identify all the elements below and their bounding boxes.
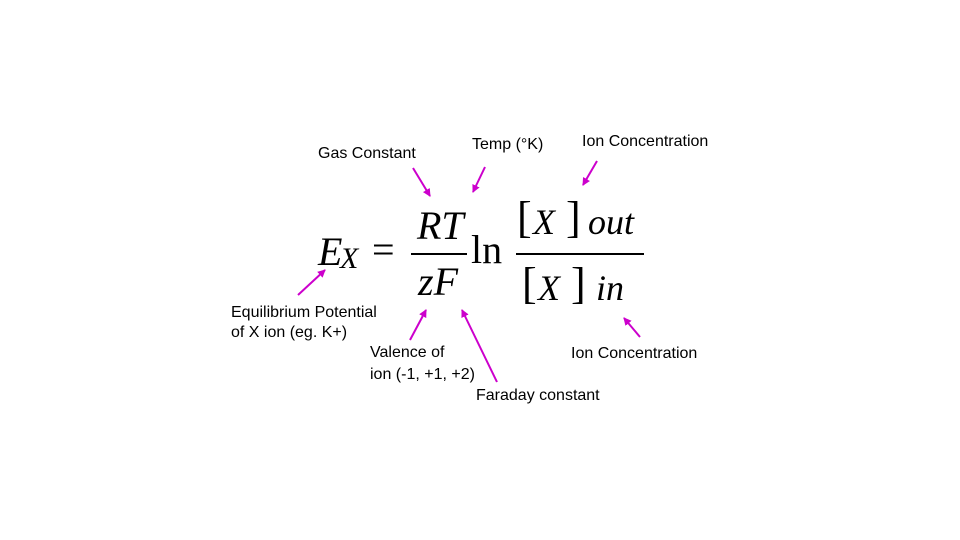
fraction-bar-rt-zf [411, 253, 467, 255]
label-faraday: Faraday constant [476, 387, 600, 404]
equation-equals: = [372, 227, 395, 272]
label-equilibrium-line1: Equilibrium Potential [231, 304, 377, 321]
arrow-ion-concentration-top [582, 160, 598, 186]
arrow-ion-concentration-bottom [623, 317, 641, 338]
label-equilibrium-line2: of X ion (eg. K+) [231, 324, 348, 341]
label-ion-concentration-top: Ion Concentration [582, 133, 709, 150]
equation-lhs-e: E [318, 229, 343, 274]
concentration-in: in [596, 268, 625, 308]
bracket-open-bottom: [ [522, 259, 537, 308]
fraction-numerator-rt: RT [417, 203, 464, 248]
ion-symbol-top: X [533, 202, 555, 242]
concentration-out: out [588, 202, 635, 242]
label-valence-line1: Valence of [370, 344, 445, 361]
bracket-close-bottom: ] [571, 259, 586, 308]
arrow-temp [472, 166, 486, 193]
fraction-bar-concentration [516, 253, 644, 255]
label-valence-line2: ion (-1, +1, +2) [370, 366, 475, 383]
arrow-valence [409, 309, 427, 341]
bracket-open-top: [ [517, 193, 532, 242]
ion-symbol-bottom: X [538, 268, 560, 308]
label-ion-concentration-bottom: Ion Concentration [571, 345, 698, 362]
equation-lhs-subscript: X [340, 242, 359, 275]
arrow-equilibrium [297, 269, 326, 296]
label-gas-constant: Gas Constant [318, 145, 416, 162]
equation-ln: ln [471, 227, 503, 272]
bracket-close-top: ] [566, 193, 581, 242]
fraction-denominator-zf: zF [418, 259, 458, 304]
arrow-gas-constant [412, 167, 431, 197]
label-temp: Temp (°K) [472, 136, 544, 153]
arrow-faraday [461, 309, 498, 383]
